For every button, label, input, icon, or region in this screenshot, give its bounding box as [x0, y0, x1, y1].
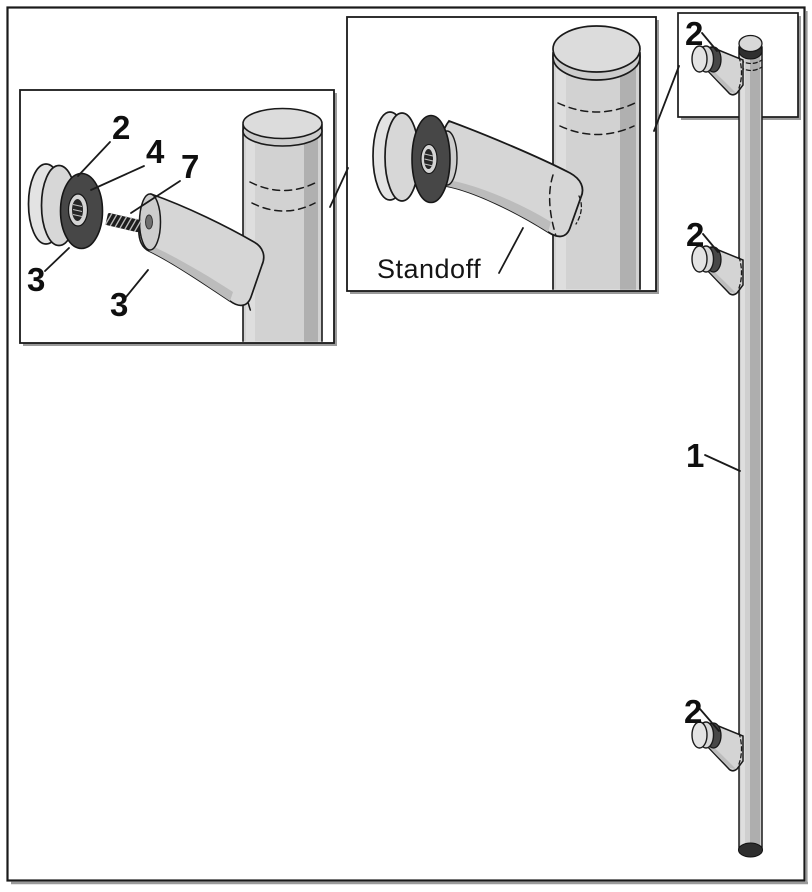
inset-art — [27, 107, 323, 342]
pole-shade-stripe — [750, 49, 760, 848]
main-pole — [738, 34, 763, 858]
callout-standoff-top: 2 — [685, 15, 703, 52]
standoff-text-label: Standoff — [377, 254, 481, 284]
callout-part-2: 2 — [112, 109, 130, 146]
pole-shade-stripe — [620, 56, 636, 290]
pole-cap-top — [552, 25, 641, 73]
exploded-inset: 2 4 7 3 3 — [19, 89, 337, 346]
hidden-pole-edge-dash — [548, 174, 557, 237]
inset-art — [372, 25, 641, 290]
standoff-body-shade — [149, 246, 233, 301]
hidden-hole-dash-1 — [249, 181, 318, 192]
hidden-hole-dash-2 — [251, 202, 316, 212]
hidden-bevel-dash — [575, 195, 583, 225]
leader-part3-body — [125, 269, 149, 298]
leader-standoff-top — [701, 32, 718, 52]
callout-part-3-body: 3 — [110, 286, 128, 323]
leader-standoff — [498, 227, 524, 274]
leader-part3-ring — [44, 247, 70, 272]
callout-part-3-ring: 3 — [27, 261, 45, 298]
leader-standoff-middle — [702, 233, 719, 253]
connector-standoff-to-zoom — [653, 65, 680, 132]
set-screw — [104, 212, 142, 233]
hidden-hole-dash-1 — [557, 102, 636, 113]
pole-bottom-cap — [738, 842, 763, 858]
leader-part4 — [90, 165, 145, 191]
standoff-inset: Standoff — [346, 16, 659, 294]
hidden-hole-dash-2 — [559, 125, 635, 136]
inset-border — [19, 89, 335, 344]
pole-shade-stripe — [304, 128, 318, 342]
leader-part7 — [130, 180, 181, 214]
leader-pole — [704, 454, 741, 472]
connector-exploded-to-standoff — [329, 167, 349, 208]
standoff-arm-shade — [446, 180, 551, 232]
leader-part2 — [77, 141, 111, 177]
pole-cap-top — [242, 107, 323, 140]
pole-highlight — [741, 49, 745, 848]
callout-standoff-middle: 2 — [686, 216, 704, 253]
pole-top-cap — [738, 34, 763, 53]
main-callouts: 2 2 1 2 — [684, 15, 741, 732]
standoff-screw-hole — [145, 214, 153, 230]
callout-pole: 1 — [686, 437, 704, 474]
callout-part-4: 4 — [146, 133, 165, 170]
callout-standoff-bottom: 2 — [684, 693, 702, 730]
callout-part-7: 7 — [181, 148, 199, 185]
inset-border — [346, 16, 657, 292]
leader-standoff-bottom — [699, 708, 720, 732]
pole-highlight — [246, 128, 255, 342]
